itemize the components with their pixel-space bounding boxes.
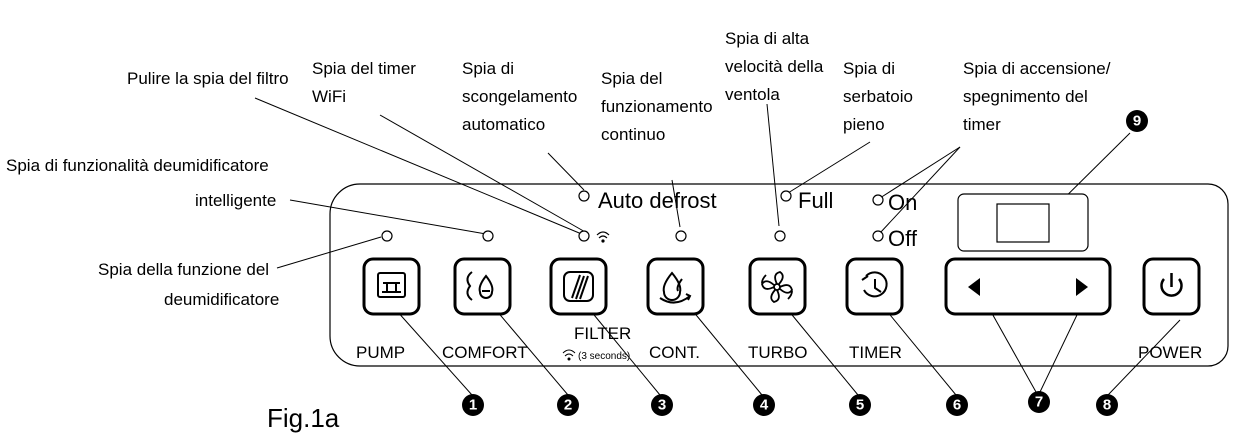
pump-label: PUMP bbox=[356, 343, 405, 362]
filter-label: FILTER bbox=[574, 324, 631, 343]
comfort-button[interactable] bbox=[453, 257, 512, 316]
badge-7: 7 bbox=[1035, 394, 1043, 411]
badge-5: 5 bbox=[856, 397, 864, 414]
timer-on-led bbox=[872, 194, 884, 206]
badge-2: 2 bbox=[564, 397, 572, 414]
timer-icon bbox=[861, 271, 888, 298]
callout-accensione-1: Spia di accensione/ bbox=[963, 59, 1111, 78]
display-screen bbox=[996, 203, 1050, 243]
filter-wifi-icon bbox=[562, 349, 576, 361]
badge-9: 9 bbox=[1133, 113, 1141, 130]
callout-alta-vel-1: Spia di alta bbox=[725, 29, 810, 48]
wifi-icon bbox=[596, 231, 610, 243]
badge-8: 8 bbox=[1103, 397, 1111, 414]
arrow-buttons[interactable] bbox=[944, 257, 1112, 316]
callout-scongelamento-2: scongelamento bbox=[462, 87, 577, 106]
power-button[interactable] bbox=[1142, 257, 1201, 316]
continuous-led bbox=[675, 230, 687, 242]
callout-serbatoio-2: serbatoio bbox=[843, 87, 913, 106]
callout-timer-wifi-2: WiFi bbox=[312, 87, 346, 106]
left-arrow-icon[interactable] bbox=[968, 278, 980, 296]
timer-off-led bbox=[872, 230, 884, 242]
badge-1: 1 bbox=[469, 397, 477, 414]
callout-alta-vel-2: velocità della bbox=[725, 57, 824, 76]
panel-outline bbox=[329, 183, 1229, 367]
turbo-label: TURBO bbox=[748, 343, 808, 362]
filter-note: (3 seconds) bbox=[578, 351, 630, 362]
timer-label: TIMER bbox=[849, 343, 902, 362]
callout-continuo-3: continuo bbox=[601, 125, 665, 144]
callout-intelligente-1: Spia di funzionalità deumidificatore bbox=[6, 156, 269, 175]
callout-deumid-2: deumidificatore bbox=[164, 290, 279, 309]
callout-serbatoio-1: Spia di bbox=[843, 59, 895, 78]
continuous-icon bbox=[659, 271, 692, 304]
callout-intelligente-2: intelligente bbox=[195, 191, 276, 210]
pump-button[interactable] bbox=[362, 257, 421, 316]
turbo-fan-icon bbox=[761, 271, 793, 303]
continuous-button[interactable] bbox=[646, 257, 705, 316]
turbo-led bbox=[774, 230, 786, 242]
pump-icon bbox=[377, 272, 406, 298]
callout-scongelamento-1: Spia di bbox=[462, 59, 514, 78]
callout-deumid-1: Spia della funzione del bbox=[98, 260, 269, 279]
on-label: On bbox=[888, 190, 917, 215]
number-badges: 1 2 3 4 5 6 7 8 9 bbox=[462, 110, 1148, 416]
auto-defrost-label: Auto defrost bbox=[598, 188, 717, 213]
full-led bbox=[780, 190, 792, 202]
callout-timer-wifi-1: Spia del timer bbox=[312, 59, 416, 78]
filter-led bbox=[578, 230, 590, 242]
callout-accensione-2: spegnimento del bbox=[963, 87, 1088, 106]
figure-label: Fig.1a bbox=[267, 403, 340, 433]
dehumidifier-led bbox=[381, 230, 393, 242]
leader-lines bbox=[254, 97, 1181, 396]
off-label: Off bbox=[888, 226, 918, 251]
badge-3: 3 bbox=[658, 397, 666, 414]
smart-led bbox=[482, 230, 494, 242]
badge-4: 4 bbox=[760, 397, 769, 414]
turbo-button[interactable] bbox=[748, 257, 807, 316]
timer-button[interactable] bbox=[845, 257, 904, 316]
filter-button[interactable] bbox=[549, 257, 608, 316]
power-icon bbox=[1160, 273, 1183, 297]
filter-icon bbox=[563, 271, 594, 302]
callout-continuo-2: funzionamento bbox=[601, 97, 713, 116]
callout-continuo-1: Spia del bbox=[601, 69, 662, 88]
auto-defrost-led bbox=[578, 190, 590, 202]
comfort-label: COMFORT bbox=[442, 343, 528, 362]
comfort-icon bbox=[466, 271, 494, 301]
callout-accensione-3: timer bbox=[963, 115, 1001, 134]
callout-pulire-filtro: Pulire la spia del filtro bbox=[127, 69, 289, 88]
full-label: Full bbox=[798, 188, 833, 213]
badge-6: 6 bbox=[953, 397, 961, 414]
right-arrow-icon[interactable] bbox=[1076, 278, 1088, 296]
callout-scongelamento-3: automatico bbox=[462, 115, 545, 134]
callout-serbatoio-3: pieno bbox=[843, 115, 885, 134]
callout-alta-vel-3: ventola bbox=[725, 85, 780, 104]
cont-label: CONT. bbox=[649, 343, 700, 362]
power-label: POWER bbox=[1138, 343, 1202, 362]
